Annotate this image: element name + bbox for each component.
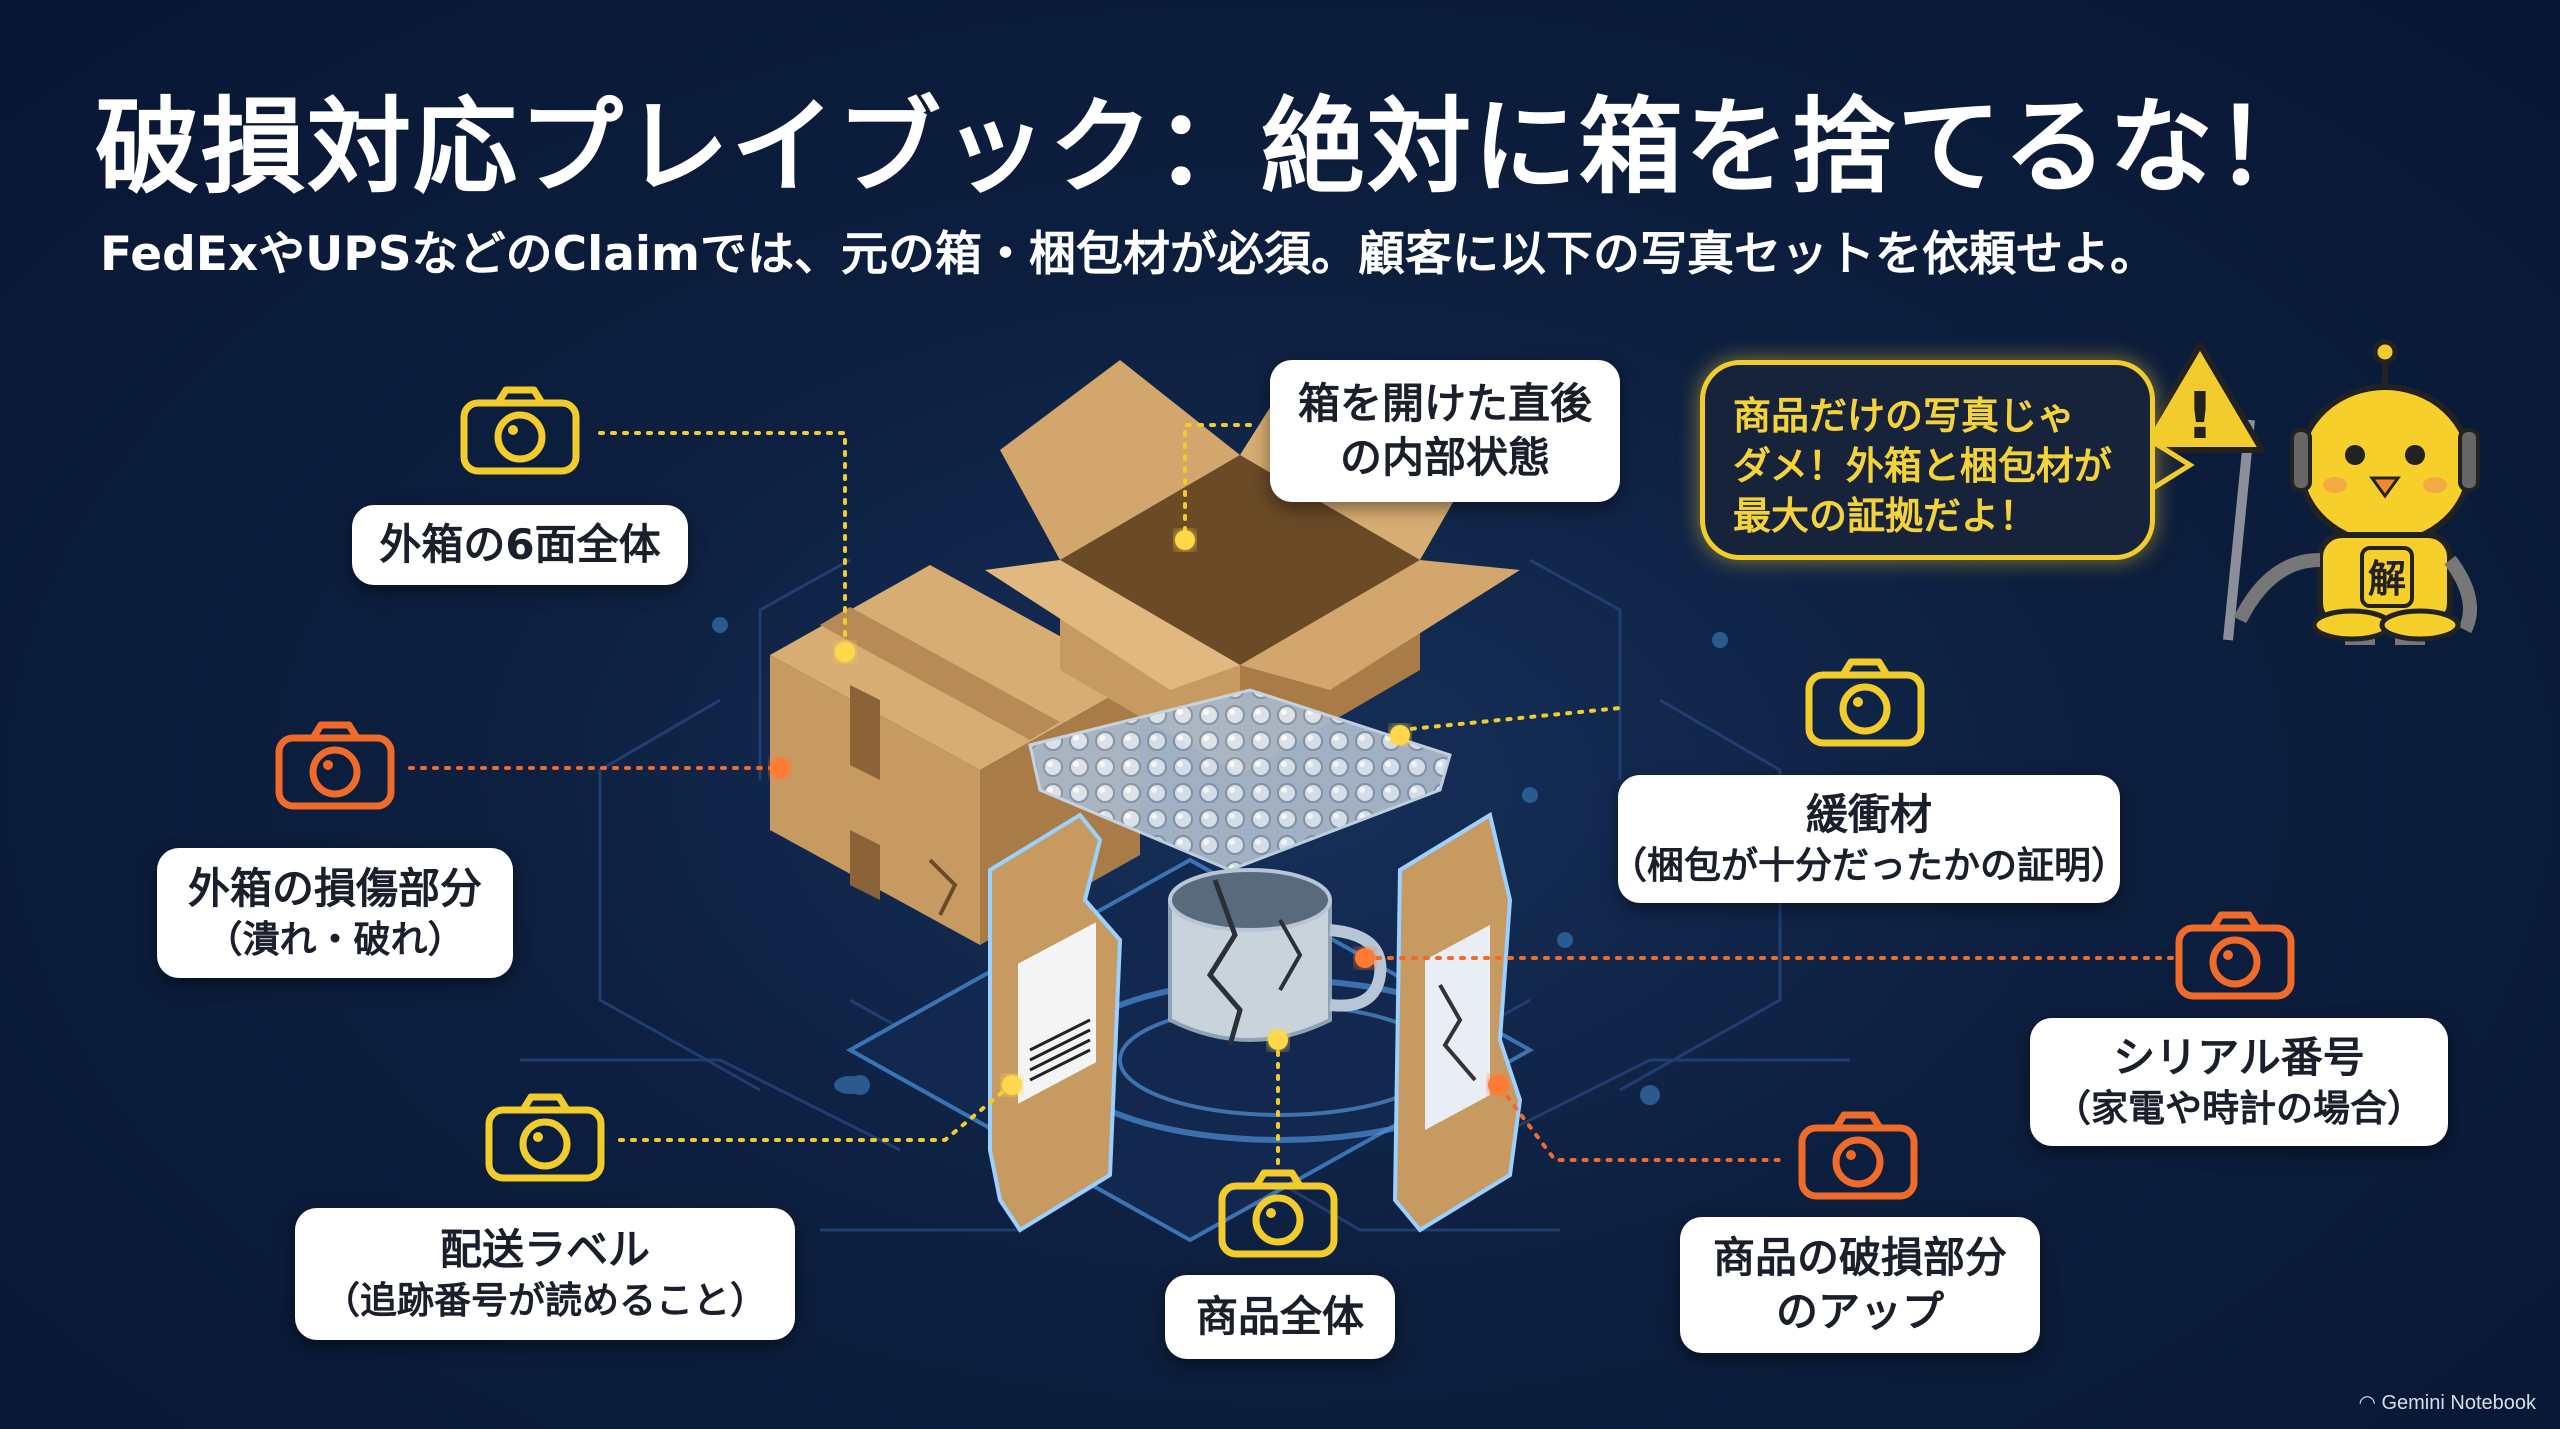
label-shipping-label: 配送ラベル （追跡番号が読めること）	[295, 1208, 795, 1340]
camera-icon	[1809, 662, 1921, 743]
label-product-damage-closeup: 商品の破損部分 のアップ	[1680, 1217, 2040, 1353]
page-subtitle: FedExやUPSなどのClaimでは、元の箱・梱包材が必須。顧客に以下の写真セ…	[100, 227, 2158, 282]
bubble-tail	[2148, 437, 2195, 493]
notebook-logo-icon: ◠	[2358, 1392, 2382, 1414]
mug	[1168, 868, 1387, 1046]
mascot-speech-bubble: 商品だけの写真じゃ ダメ！外箱と梱包材が 最大の証拠だよ！	[1700, 360, 2155, 560]
label-outer-box-damage: 外箱の損傷部分 （潰れ・破れ）	[157, 848, 513, 978]
camera-icon	[464, 390, 576, 471]
camera-icon	[489, 1097, 601, 1178]
damage-panel	[1392, 811, 1523, 1233]
camera-icon	[2179, 915, 2291, 996]
camera-icon	[279, 725, 391, 806]
bubble-line: ダメ！外箱と梱包材が	[1733, 444, 2112, 489]
camera-icon	[1802, 1115, 1914, 1196]
mascot-badge: 解	[2368, 557, 2406, 601]
label-inside-after-open: 箱を開けた直後 の内部状態	[1270, 360, 1620, 502]
bubble-line: 商品だけの写真じゃ	[1733, 394, 2076, 438]
connector-dots	[770, 530, 1508, 1095]
footer-brand: ◠ Gemini Notebook	[2358, 1392, 2536, 1414]
page-title: 破損対応プレイブック：絶対に箱を捨てるな！	[95, 86, 2322, 208]
mascot-robot: ! 解	[2135, 339, 2480, 645]
label-outer-box-six-sides: 外箱の6面全体	[352, 505, 688, 585]
warning-sign-icon: !	[2185, 380, 2214, 454]
label-panel	[988, 812, 1123, 1233]
bubble-wrap	[1028, 688, 1452, 872]
label-serial-number: シリアル番号 （家電や時計の場合）	[2030, 1018, 2448, 1146]
bubble-line: 最大の証拠だよ！	[1733, 494, 2038, 539]
label-whole-product: 商品全体	[1165, 1275, 1395, 1359]
label-cushioning: 緩衝材 （梱包が十分だったかの証明）	[1610, 775, 2128, 903]
connector-lines	[408, 423, 2182, 1167]
